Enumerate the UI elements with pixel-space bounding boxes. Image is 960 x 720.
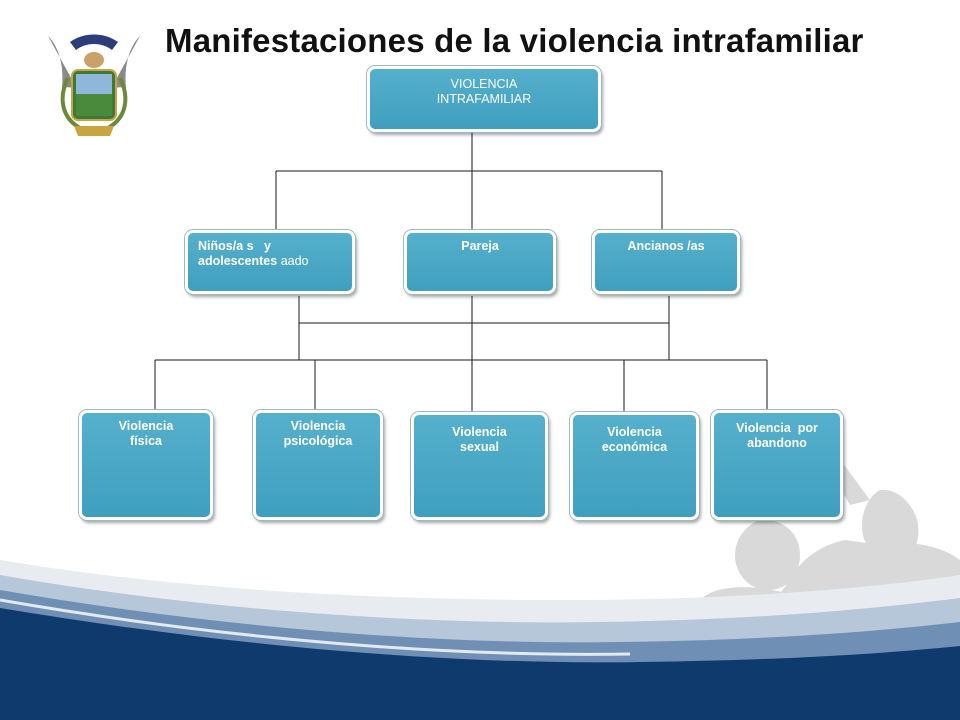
node-ancianos: Ancianos /as [592, 230, 740, 294]
group-0-line2-suffix: aado [280, 254, 309, 268]
police-emblem-icon [48, 34, 140, 136]
node-pareja: Pareja [404, 230, 556, 294]
group-2-line1: Ancianos /as [627, 239, 705, 253]
node-violencia-abandono: Violencia por abandono [711, 410, 843, 520]
node-violencia-fisica: Violencia física [79, 410, 213, 520]
group-0-line1: Niños/a s y [198, 239, 271, 253]
node-violencia-psicologica: Violencia psicológica [253, 410, 383, 520]
page-title: Manifestaciones de la violencia intrafam… [165, 22, 864, 59]
type-0-line1: Violencia [118, 419, 174, 433]
type-4-line2: abandono [747, 436, 807, 450]
type-0-line2: física [130, 434, 162, 448]
type-3-line2: económica [601, 440, 668, 454]
type-2-line1: Violencia [452, 425, 507, 439]
type-4-line1: Violencia por [736, 421, 818, 435]
node-violencia-intrafamiliar: VIOLENCIA INTRAFAMILIAR [367, 66, 601, 132]
type-2-line2: sexual [460, 440, 499, 454]
type-3-line1: Violencia [607, 425, 662, 439]
group-1-line1: Pareja [461, 239, 499, 253]
root-line1: VIOLENCIA [450, 77, 518, 91]
type-1-line2: psicológica [283, 434, 353, 448]
root-line2: INTRAFAMILIAR [436, 92, 532, 106]
node-violencia-sexual: Violencia sexual [411, 412, 548, 520]
group-0-line2-wrap: adolescentes aado [198, 254, 352, 269]
node-ninos-adolescentes: Niños/a s y adolescentes aado [185, 230, 355, 294]
group-0-line2: adolescentes [198, 254, 278, 268]
node-violencia-economica: Violencia económica [570, 412, 699, 520]
type-1-line1: Violencia [290, 419, 346, 433]
